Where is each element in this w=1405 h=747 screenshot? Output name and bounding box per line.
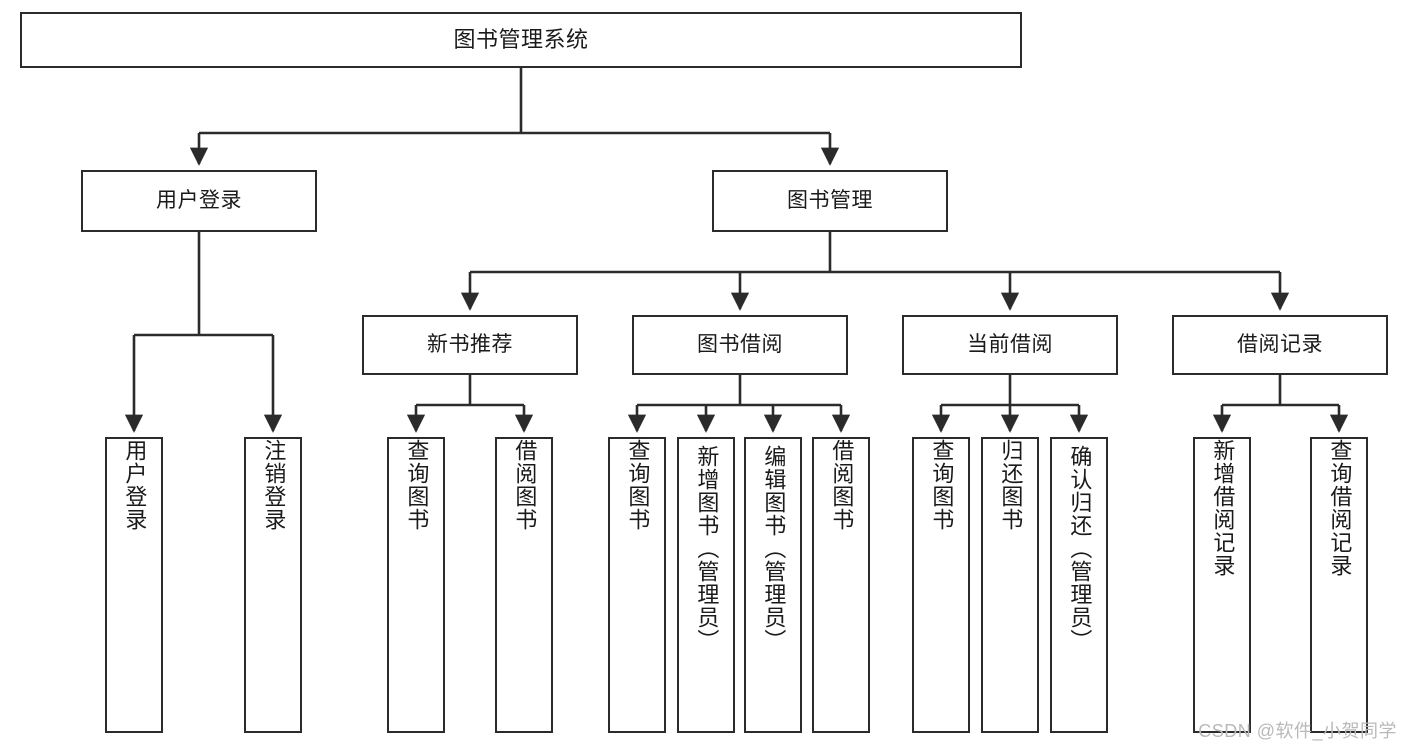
node-book-borrow-label: 图书借阅 [697, 332, 783, 356]
leaf-current-borrow-query-label: 查询图书 [929, 439, 955, 531]
leaf-user-login-signout-label: 注销登录 [261, 439, 287, 531]
node-borrow-record[interactable]: 借阅记录 [1172, 315, 1388, 375]
node-current-borrow-label: 当前借阅 [967, 332, 1053, 356]
leaf-borrow-record-add-label: 新增借阅记录 [1210, 439, 1236, 577]
leaf-book-borrow-lend[interactable]: 借阅图书 [812, 437, 870, 733]
node-root-label: 图书管理系统 [453, 27, 589, 53]
node-book-borrow[interactable]: 图书借阅 [632, 315, 848, 375]
node-borrow-record-label: 借阅记录 [1237, 332, 1323, 356]
node-book-management-label: 图书管理 [787, 188, 873, 212]
leaf-current-borrow-return-label: 归还图书 [998, 439, 1024, 531]
leaf-book-borrow-query-label: 查询图书 [625, 439, 651, 531]
node-root[interactable]: 图书管理系统 [20, 12, 1022, 68]
leaf-borrow-record-query-label: 查询借阅记录 [1327, 439, 1353, 577]
leaf-book-borrow-lend-label: 借阅图书 [829, 439, 855, 531]
leaf-current-borrow-query[interactable]: 查询图书 [912, 437, 970, 733]
leaf-book-borrow-edit[interactable]: 编辑图书（管理员） [744, 437, 802, 733]
leaf-new-book-borrow-label: 借阅图书 [512, 439, 538, 531]
leaf-new-book-query[interactable]: 查询图书 [387, 437, 445, 733]
leaf-user-login-signin[interactable]: 用户登录 [105, 437, 163, 733]
leaf-book-borrow-add-label: 新增图书（管理员） [694, 445, 720, 652]
node-new-book-recommend-label: 新书推荐 [427, 332, 513, 356]
leaf-current-borrow-return[interactable]: 归还图书 [981, 437, 1039, 733]
node-user-login[interactable]: 用户登录 [81, 170, 317, 232]
leaf-new-book-borrow[interactable]: 借阅图书 [495, 437, 553, 733]
leaf-current-borrow-confirm-label: 确认归还（管理员） [1067, 445, 1093, 652]
node-book-management[interactable]: 图书管理 [712, 170, 948, 232]
node-user-login-label: 用户登录 [156, 188, 242, 212]
leaf-book-borrow-edit-label: 编辑图书（管理员） [761, 445, 787, 652]
leaf-book-borrow-add[interactable]: 新增图书（管理员） [677, 437, 735, 733]
leaf-borrow-record-query[interactable]: 查询借阅记录 [1310, 437, 1368, 733]
leaf-user-login-signout[interactable]: 注销登录 [244, 437, 302, 733]
node-current-borrow[interactable]: 当前借阅 [902, 315, 1118, 375]
leaf-book-borrow-query[interactable]: 查询图书 [608, 437, 666, 733]
leaf-user-login-signin-label: 用户登录 [122, 439, 148, 531]
node-new-book-recommend[interactable]: 新书推荐 [362, 315, 578, 375]
leaf-borrow-record-add[interactable]: 新增借阅记录 [1193, 437, 1251, 733]
leaf-new-book-query-label: 查询图书 [404, 439, 430, 531]
leaf-current-borrow-confirm[interactable]: 确认归还（管理员） [1050, 437, 1108, 733]
